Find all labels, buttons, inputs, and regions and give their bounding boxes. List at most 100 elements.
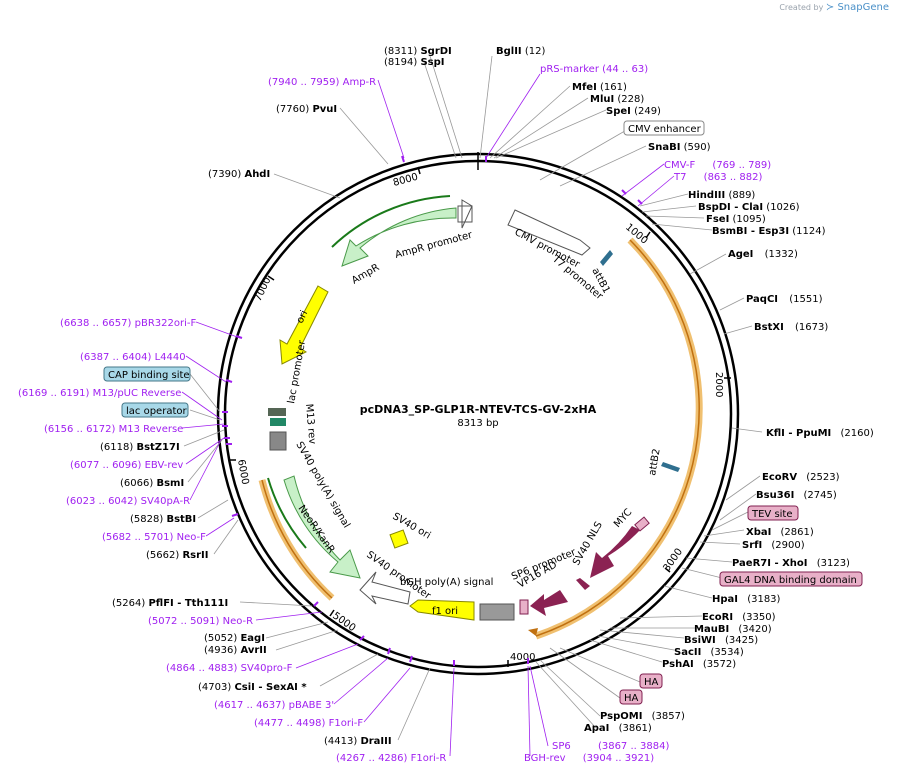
svg-text:(4617 .. 4637) pBABE 3': (4617 .. 4637) pBABE 3': [214, 700, 334, 711]
label-m13-rev: M13 rev: [303, 403, 317, 444]
svg-text:(5264) PflFI - Tth111I: (5264) PflFI - Tth111I: [112, 598, 228, 609]
svg-text:(4703) CsiI - SexAI *: (4703) CsiI - SexAI *: [198, 682, 307, 693]
svg-text:(5662) RsrII: (5662) RsrII: [146, 550, 208, 561]
neor-primer-label: Neo-R: [223, 616, 254, 627]
ha1-label: HA: [644, 677, 659, 688]
gal4-arrow: [590, 526, 640, 578]
fsei-num: (1095): [732, 214, 765, 225]
svg-text:BstXI (1673): BstXI (1673): [754, 322, 828, 333]
fsei-label: FseI: [706, 214, 729, 225]
hindiii-label: HindIII: [688, 190, 725, 201]
paqci-num: (1551): [789, 294, 822, 305]
tev-box: [747, 505, 799, 521]
ha2-label: HA: [624, 693, 639, 704]
paqci-label: PaqCI: [746, 294, 778, 305]
draiii-num: (4413): [324, 736, 357, 747]
label-bgh: bGH poly(A) signal: [400, 577, 493, 588]
ecori-num: (3350): [742, 612, 775, 623]
pvui-num: (7760): [276, 104, 309, 115]
svg-text:(4477 .. 4498) F1ori-F: (4477 .. 4498) F1ori-F: [254, 718, 363, 729]
tick-2000: 2000: [713, 372, 724, 397]
f1orir-num: (4267 .. 4286): [336, 753, 408, 764]
plasmid-name: pcDNA3_SP-GLP1R-NTEV-TCS-GV-2xHA: [360, 403, 597, 416]
svg-text:KflI - PpuMI (2160): KflI - PpuMI (2160): [766, 428, 874, 439]
svg-text:SP6 (3867 .. 3884): SP6 (3867 .. 3884): [552, 741, 669, 752]
sgrdi-num: (8311): [384, 46, 417, 57]
svg-text:(6169 .. 6191) M13/pUC Reverse: (6169 .. 6191) M13/pUC Reverse: [18, 388, 181, 399]
svg-text:EcoRV (2523): EcoRV (2523): [762, 472, 840, 483]
svg-text:(6156 .. 6172) M13 Reverse: (6156 .. 6172) M13 Reverse: [44, 424, 183, 435]
hindiii-num: (889): [728, 190, 755, 201]
svg-text:BGH-rev (3904 .. 3921): BGH-rev (3904 .. 3921): [524, 753, 654, 764]
bsu36i-num: (2745): [804, 490, 837, 501]
svg-text:(7940 .. 7959) Amp-R: (7940 .. 7959) Amp-R: [268, 77, 376, 88]
kfli-num: (2160): [840, 428, 873, 439]
ampr-arrow: [341, 207, 457, 267]
ahdi-num: (7390): [208, 169, 241, 180]
bsmbi-num: (1124): [792, 226, 825, 237]
bghrev-label: BGH-rev: [524, 753, 566, 764]
l4440-num: (6387 .. 6404): [80, 352, 152, 363]
sv40-promoter-arrow: [359, 571, 411, 605]
ahdi-label: AhdI: [244, 169, 270, 180]
bstxi-num: (1673): [795, 322, 828, 333]
brand-name: SnapGene: [837, 2, 889, 13]
svg-text:PshAI (3572): PshAI (3572): [662, 659, 736, 670]
tick-6000: 6000: [235, 459, 250, 486]
sp6-marker: [519, 599, 529, 615]
svg-text:XbaI (2861): XbaI (2861): [746, 527, 814, 538]
svg-text:MauBI (3420): MauBI (3420): [694, 624, 772, 635]
svg-text:(7390) AhdI: (7390) AhdI: [208, 169, 270, 180]
sspi-num: (8194): [384, 57, 417, 68]
attb2-marker: [661, 462, 680, 472]
svg-text:BsiWI (3425): BsiWI (3425): [684, 635, 758, 646]
mlui-num: (228): [617, 94, 644, 105]
cap-box: [103, 366, 191, 382]
label-ori: ori: [295, 309, 310, 325]
ha2-box: [619, 689, 643, 705]
sv40par-num: (6023 .. 6042): [66, 496, 138, 507]
snapgene-logo: ≻ SnapGene: [825, 2, 889, 13]
bsiwi-label: BsiWI: [684, 635, 716, 646]
eagi-label: EagI: [240, 633, 264, 644]
cmvf-label: CMV-F: [664, 160, 695, 171]
m13rev-label: M13 Reverse: [119, 424, 184, 435]
mfei-num: (161): [600, 82, 627, 93]
l4440-label: L4440: [155, 352, 186, 363]
label-ampr-promoter: AmpR promoter: [394, 229, 474, 260]
svg-text:(7760) PvuI: (7760) PvuI: [276, 104, 337, 115]
m13puc-label: M13/pUC Reverse: [93, 388, 182, 399]
maubi-label: MauBI: [694, 624, 729, 635]
f1-ori-arrow: [409, 599, 475, 621]
svg-text:(6638 .. 6657) pBR322ori-F: (6638 .. 6657) pBR322ori-F: [60, 318, 196, 329]
feature-arrows: [267, 195, 680, 621]
svg-text:FseI (1095): FseI (1095): [706, 214, 766, 225]
ecori-label: EcoRI: [702, 612, 733, 623]
hpai-label: HpaI: [712, 594, 738, 605]
maubi-num: (3420): [738, 624, 771, 635]
cmv-enhancer-box: [623, 120, 705, 136]
ha1-box: [639, 673, 663, 689]
prs-label: pRS-marker: [540, 64, 600, 75]
prs-num: (44 .. 63): [602, 64, 648, 75]
pshai-num: (3572): [703, 659, 736, 670]
svg-text:MfeI (161): MfeI (161): [572, 82, 627, 93]
pbabe-label: pBABE 3': [289, 700, 335, 711]
f1orir-label: F1ori-R: [411, 753, 447, 764]
gal4-box: [719, 571, 863, 587]
paer7i-num: (3123): [817, 558, 850, 569]
pbr322-label: pBR322ori-F: [135, 318, 197, 329]
tick-4000: 4000: [510, 652, 535, 663]
cds-arcs: [258, 237, 703, 640]
svg-text:(6066) BsmI: (6066) BsmI: [120, 478, 184, 489]
bsu36i-label: Bsu36I: [756, 490, 794, 501]
svg-text:(5072 .. 5091) Neo-R: (5072 .. 5091) Neo-R: [148, 616, 253, 627]
pspomi-num: (3857): [652, 711, 685, 722]
bghrev-num: (3904 .. 3921): [583, 753, 655, 764]
bglii-num: (12): [525, 46, 546, 57]
svg-text:(8194) SspI: (8194) SspI: [384, 57, 445, 68]
lacop-box: [121, 402, 189, 418]
xbai-num: (2861): [781, 527, 814, 538]
csii-num: (4703): [198, 682, 231, 693]
svg-text:Bsu36I (2745): Bsu36I (2745): [756, 490, 837, 501]
